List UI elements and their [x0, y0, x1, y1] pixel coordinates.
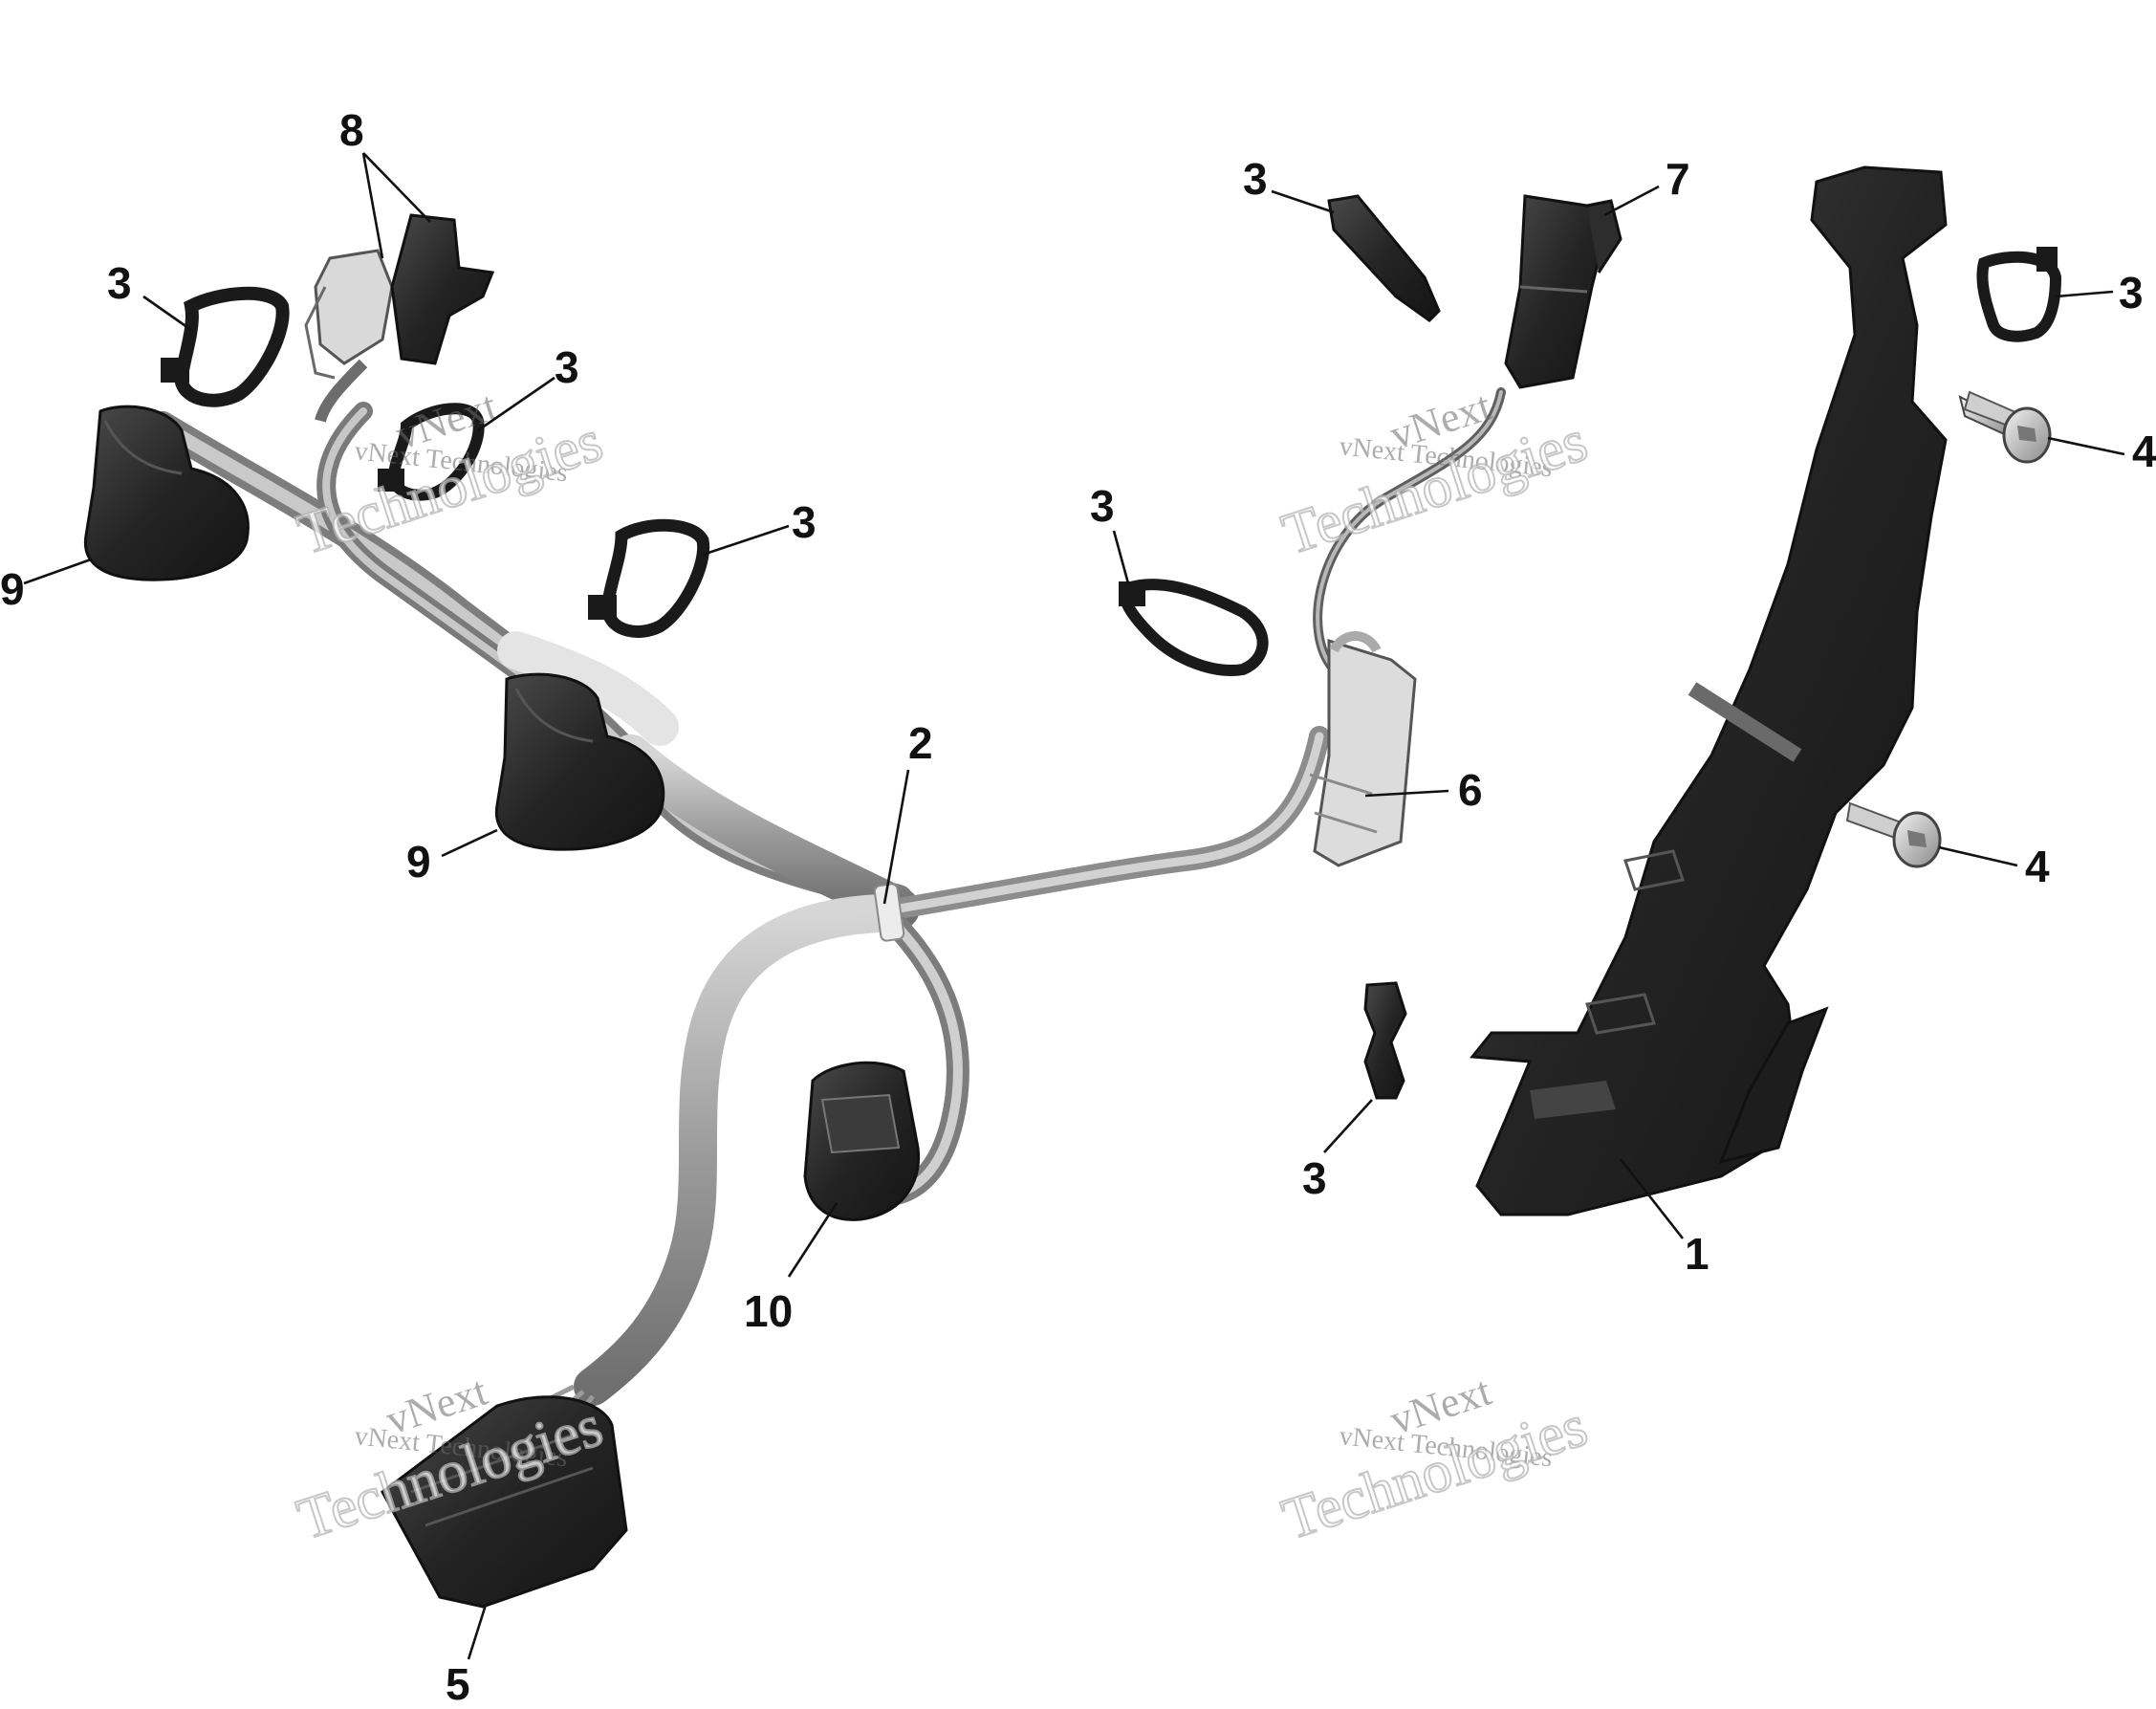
- watermark-upper-left: vNext vNext Technologies Technologies: [289, 383, 611, 569]
- callout-2: 2: [908, 718, 933, 768]
- callout-5: 5: [446, 1659, 470, 1709]
- callout-4-upper: 4: [2132, 427, 2156, 476]
- leader-8a: [361, 152, 384, 259]
- bracket-1: [1470, 165, 1948, 1216]
- watermark-lower-right: vNext vNext Technologies Technologies: [1274, 1368, 1596, 1554]
- leader-7: [1603, 185, 1660, 217]
- callout-3-upper-left: 3: [107, 258, 132, 308]
- callout-3-lower-right: 3: [1302, 1153, 1327, 1203]
- clip-3-upper-center: [378, 403, 485, 501]
- callout-10: 10: [744, 1286, 793, 1336]
- leader-4-lower: [1938, 845, 2018, 867]
- leader-8b: [362, 152, 431, 223]
- watermark-upper-right: vNext vNext Technologies Technologies: [1274, 383, 1596, 569]
- clip-3-center-right: [1119, 579, 1269, 676]
- leader-3-center-left: [702, 524, 790, 557]
- leader-3-upper-center: [477, 376, 555, 432]
- leader-3-top-right: [1271, 189, 1335, 214]
- leader-9-lower: [441, 828, 498, 858]
- connector-5: [381, 1395, 628, 1609]
- callout-3-far-right: 3: [2119, 268, 2144, 318]
- callout-3-top-right: 3: [1243, 154, 1268, 204]
- leader-3-center-right: [1112, 530, 1130, 584]
- callout-1: 1: [1685, 1229, 1710, 1279]
- leader-4-upper: [2047, 436, 2125, 456]
- callout-8: 8: [339, 105, 364, 155]
- callout-9-lower: 9: [406, 837, 431, 887]
- callout-7: 7: [1666, 154, 1690, 204]
- leader-3-lower-right: [1323, 1099, 1373, 1153]
- boot-9-upper: [83, 405, 250, 581]
- leader-lines: [23, 152, 2125, 1660]
- callout-4-lower: 4: [2025, 842, 2050, 891]
- boot-9-lower: [494, 672, 665, 851]
- leader-5: [467, 1604, 488, 1660]
- clip-3-lower-right: [1363, 981, 1407, 1100]
- leader-3-far-right: [2055, 290, 2114, 298]
- connector-6: [1309, 631, 1417, 867]
- leader-1: [1619, 1158, 1685, 1239]
- leader-9-upper: [23, 558, 92, 585]
- bolt-4-lower: [1845, 801, 1942, 868]
- clip-3-upper-left: [161, 286, 290, 407]
- leader-10: [787, 1202, 838, 1278]
- leader-2: [882, 769, 910, 905]
- callout-3-center-left: 3: [792, 497, 817, 547]
- callout-6: 6: [1458, 765, 1483, 815]
- callout-3-center-right: 3: [1090, 481, 1115, 531]
- callout-9-upper: 9: [0, 564, 25, 614]
- connector-7: [1504, 194, 1622, 389]
- callout-labels: 8 3 3 3 9 9 2 10 5 3 7 3 6 3 4 4 3 1: [0, 105, 2156, 1709]
- connector-pair-8: [304, 213, 495, 423]
- clip-3-far-right: [1976, 247, 2062, 342]
- callout-3-upper-center: 3: [555, 342, 579, 392]
- leader-6: [1364, 789, 1449, 798]
- clip-3-top-right: [1327, 194, 1441, 322]
- bolt-4-upper: [1958, 390, 2052, 464]
- connector-10: [803, 1061, 921, 1221]
- leader-3-upper-left: [142, 295, 192, 332]
- clip-3-center-left: [588, 518, 710, 638]
